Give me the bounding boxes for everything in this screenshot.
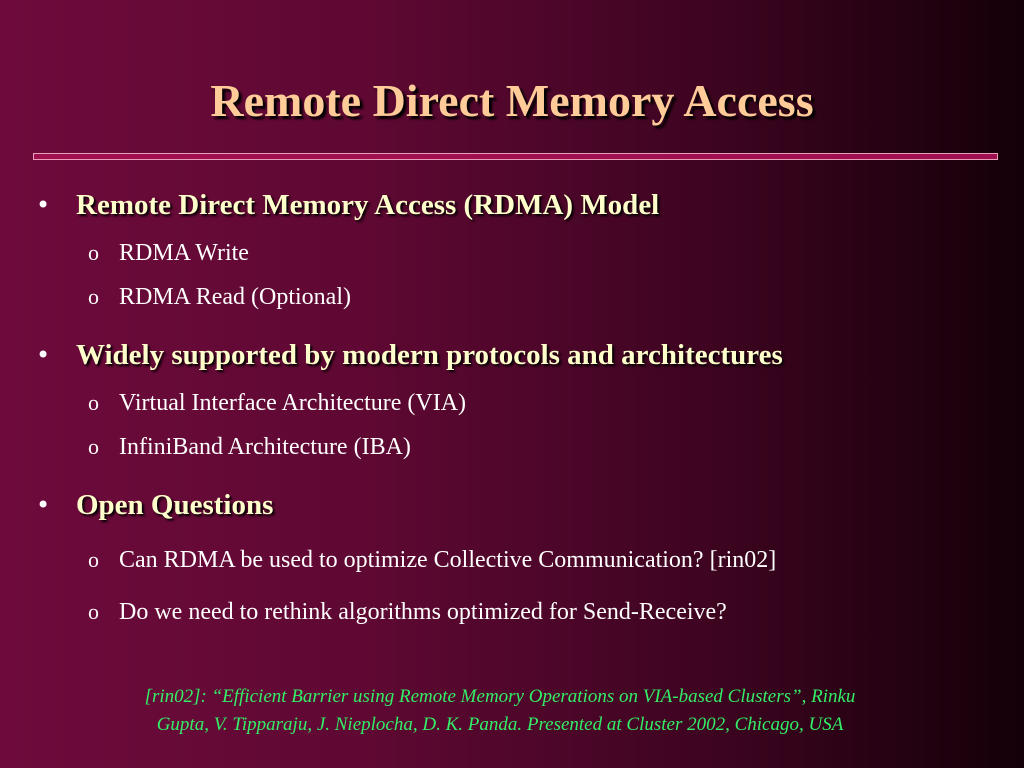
slide-title: Remote Direct Memory Access: [210, 75, 814, 126]
citation-footnote: [rin02]: “Efficient Barrier using Remote…: [60, 683, 940, 739]
bullet-marker: •: [36, 491, 51, 519]
title-divider: [33, 153, 998, 160]
sub-bullet-marker: o: [88, 240, 99, 265]
sub-item-text: Virtual Interface Architecture (VIA): [119, 390, 467, 416]
sub-bullet-marker: o: [88, 547, 99, 572]
bullet-marker: •: [36, 341, 51, 369]
footnote-line: [rin02]: “Efficient Barrier using Remote…: [144, 686, 856, 707]
bullet-text: Open Questions: [76, 489, 274, 521]
bullet-marker: •: [36, 191, 51, 219]
sub-item-text: Can RDMA be used to optimize Collective …: [119, 547, 777, 573]
bullet-text: Remote Direct Memory Access (RDMA) Model: [76, 189, 660, 221]
sub-item-text: Do we need to rethink algorithms optimiz…: [119, 599, 727, 625]
sub-item-text: RDMA Write: [119, 240, 249, 266]
sub-bullet-marker: o: [88, 284, 99, 309]
bullet-text: Widely supported by modern protocols and…: [76, 339, 783, 371]
footnote-line: Gupta, V. Tipparaju, J. Nieplocha, D. K.…: [156, 714, 844, 735]
sub-item-text: InfiniBand Architecture (IBA): [119, 434, 411, 460]
sub-item-text: RDMA Read (Optional): [119, 284, 351, 310]
sub-bullet-marker: o: [88, 599, 99, 624]
sub-bullet-marker: o: [88, 434, 99, 459]
sub-bullet-marker: o: [88, 390, 99, 415]
